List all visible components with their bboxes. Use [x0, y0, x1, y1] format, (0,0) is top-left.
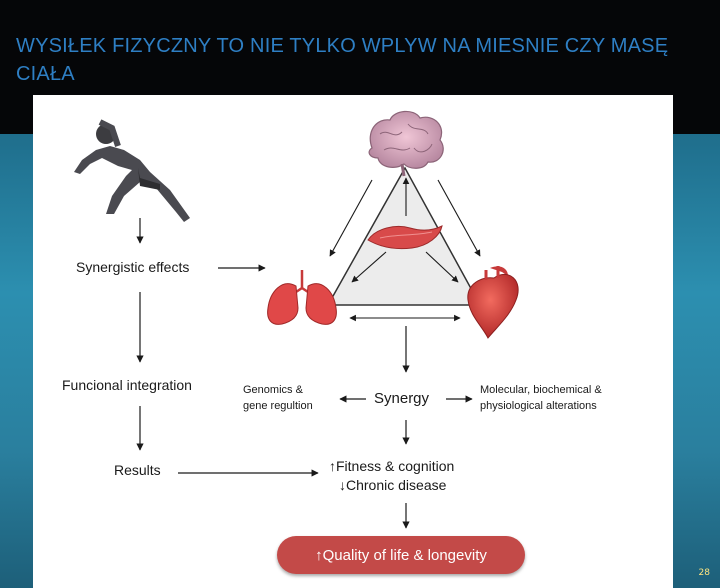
- synergy-label: Synergy: [374, 390, 430, 407]
- arrow-muscle-to-heart: [425, 251, 459, 283]
- heart-icon: [467, 266, 519, 339]
- page-number: 28: [698, 568, 710, 578]
- molecular-label-line2: physiological alterations: [480, 400, 597, 412]
- slide-title: WYSIŁEK FIZYCZNY TO NIE TYLKO WPLYW NA M…: [16, 35, 669, 85]
- brain-icon: [368, 110, 444, 177]
- arrow-muscle-to-lungs: [351, 251, 387, 283]
- arrow-brain-to-lungs: [329, 179, 373, 257]
- fitness-label: ↑Fitness & cognition: [329, 458, 455, 474]
- functional-integration-label: Funcional integration: [62, 377, 192, 393]
- synergistic-effects-label: Synergistic effects: [76, 259, 190, 275]
- quality-of-life-pill: ↑Quality of life & longevity: [277, 536, 525, 574]
- results-label: Results: [114, 462, 161, 478]
- genomics-label-line1: Genomics &: [243, 384, 303, 396]
- muscle-icon: [367, 225, 443, 250]
- molecular-label-line1: Molecular, biochemical &: [480, 384, 602, 396]
- genomics-label-line2: gene regultion: [243, 400, 313, 412]
- lungs-icon: [267, 270, 337, 325]
- arrow-brain-to-heart: [437, 179, 481, 257]
- chronic-disease-label: ↓Chronic disease: [339, 477, 447, 493]
- runner-icon: [74, 119, 190, 222]
